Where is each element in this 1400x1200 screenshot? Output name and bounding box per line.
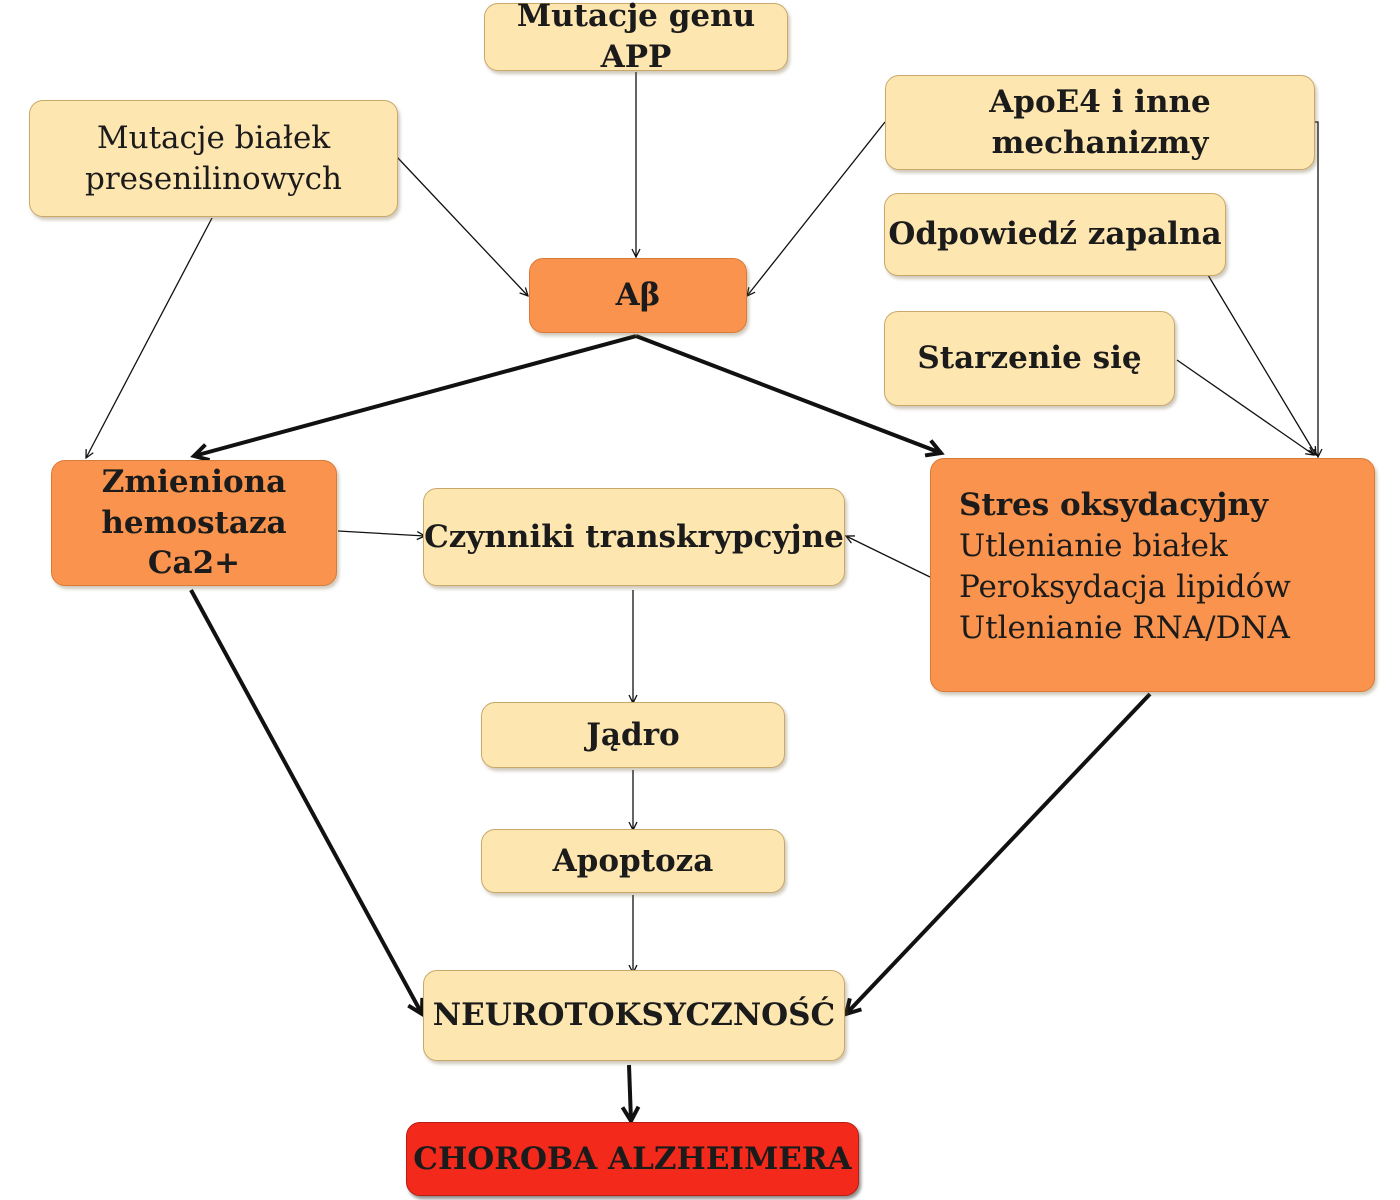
node-apoe4-line-1: ApoE4 i inne [989, 83, 1211, 120]
edge-odpowiedz-to-stres [1204, 269, 1316, 455]
node-abeta: Aβ [529, 258, 747, 333]
edge-hemostaza-to-czynniki [337, 530, 425, 536]
node-neurotoksycznosc-label: NEUROTOKSYCZNOŚĆ [432, 997, 836, 1034]
node-starzenie-sie-label: Starzenie się [917, 340, 1142, 377]
edge-abeta-to-stres [635, 334, 945, 458]
node-stres-oksydacyjny: Stres oksydacyjny Utlenianie białek Pero… [930, 458, 1375, 692]
edge-presenilin-to-abeta [396, 156, 528, 296]
node-jadro: Jądro [481, 702, 785, 768]
edge-apoe4-to-abeta [747, 121, 886, 296]
node-stres-item-2: Peroksydacja lipidów [959, 568, 1291, 605]
node-odpowiedz-zapalna: Odpowiedź zapalna [884, 193, 1226, 276]
node-neurotoksycznosc: NEUROTOKSYCZNOŚĆ [423, 970, 845, 1061]
node-choroba-alzheimera: CHOROBA ALZHEIMERA [406, 1122, 859, 1196]
edge-starzenie-to-stres [1176, 359, 1314, 455]
node-starzenie-sie: Starzenie się [884, 311, 1175, 406]
edge-hemostaza-to-neurotoksycznosc [189, 589, 425, 1018]
node-apoptoza-label: Apoptoza [552, 842, 714, 879]
edge-neurotoksycznosc-to-choroba [620, 1064, 641, 1126]
node-hemostaza-line-2: hemostaza Ca2+ [101, 504, 287, 582]
node-mutacje-bialek-presenilinowych: Mutacje białek presenilinowych [29, 100, 398, 217]
node-apoe4: ApoE4 i inne mechanizmy [885, 75, 1315, 170]
edge-apoe4-to-stres [1315, 121, 1318, 457]
node-stres-item-3: Utlenianie RNA/DNA [959, 609, 1290, 646]
node-presenilin-line-2: presenilinowych [85, 160, 342, 197]
node-apoptoza: Apoptoza [481, 829, 785, 893]
node-stres-item-1: Utlenianie białek [959, 527, 1228, 564]
edge-presenilin-to-hemostaza [86, 217, 213, 458]
node-odpowiedz-zapalna-label: Odpowiedź zapalna [888, 216, 1222, 253]
edge-stres-to-czynniki [846, 536, 931, 578]
edge-abeta-to-hemostaza [190, 334, 637, 462]
node-jadro-label: Jądro [586, 716, 680, 753]
node-choroba-label: CHOROBA ALZHEIMERA [413, 1140, 852, 1177]
node-stres-title: Stres oksydacyjny [959, 487, 1269, 523]
node-mutacje-genu-app: Mutacje genu APP [484, 0, 788, 75]
node-hemostaza-line-1: Zmieniona [101, 463, 287, 500]
node-apoe4-line-2: mechanizmy [991, 124, 1209, 161]
node-abeta-label: Aβ [615, 277, 661, 314]
edge-stres-to-neurotoksycznosc [843, 692, 1152, 1017]
node-czynniki-label: Czynniki transkrypcyjne [424, 518, 844, 555]
node-czynniki-transkrypcyjne: Czynniki transkrypcyjne [423, 488, 845, 586]
node-presenilin-line-1: Mutacje białek [96, 119, 331, 156]
node-mutacje-genu-app-label: Mutacje genu APP [516, 0, 756, 75]
node-zmieniona-hemostaza: Zmieniona hemostaza Ca2+ [51, 460, 337, 586]
